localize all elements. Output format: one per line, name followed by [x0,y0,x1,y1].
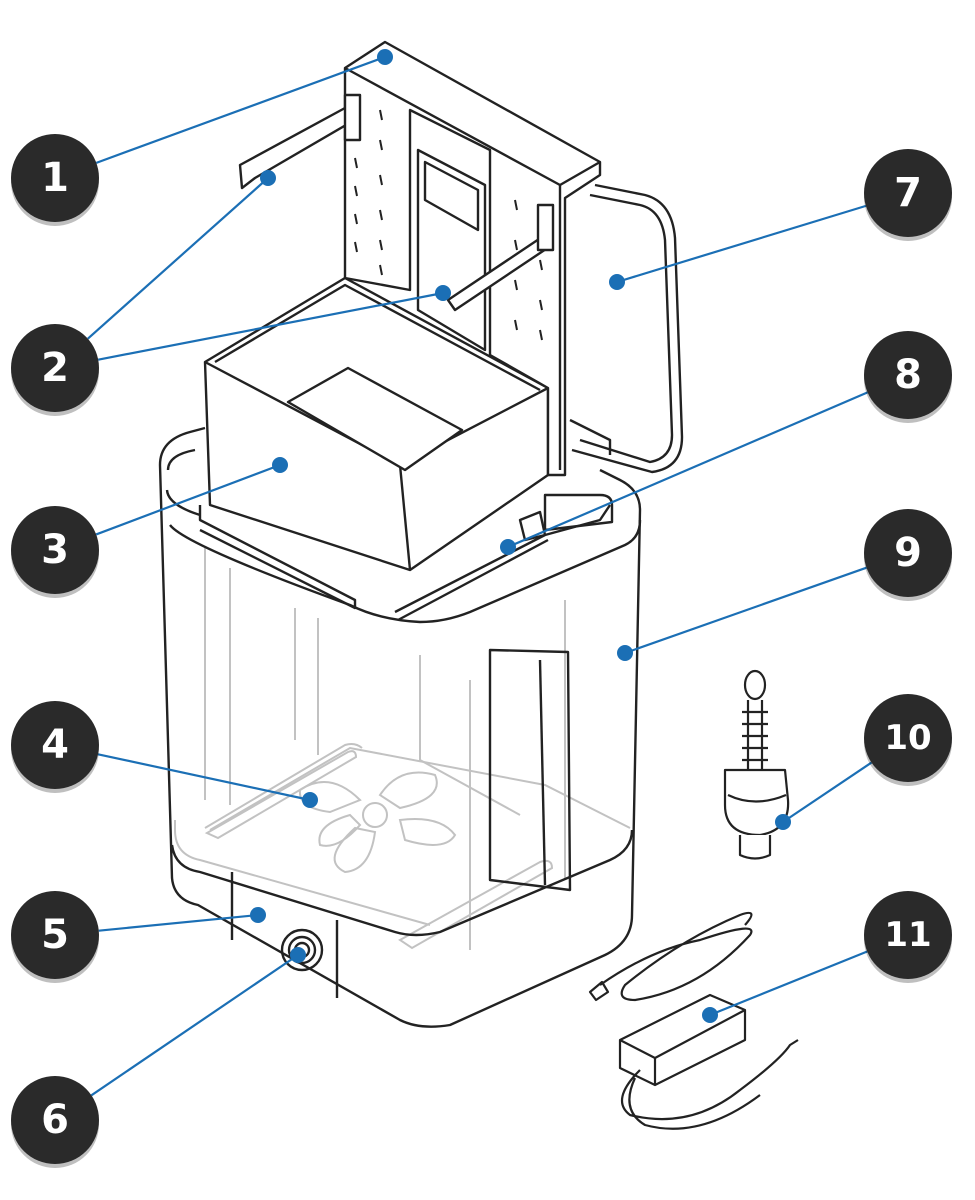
leader-line-4 [97,753,311,802]
callout-number-11: 11 [884,915,931,955]
callout-badge-4: 4 [11,701,99,793]
anchor-dot-6 [290,947,306,963]
callout-number-1: 1 [41,155,69,201]
anchor-dot-10 [775,814,791,830]
callout-badge-3: 3 [11,506,99,598]
callout-number-4: 4 [41,722,69,768]
lid [343,40,602,477]
callout-number-5: 5 [41,912,69,958]
callout-number-7: 7 [894,170,922,216]
callout-badge-8: 8 [864,331,952,423]
callout-badge-1: 1 [11,134,99,226]
anchor-dot-2-2 [435,285,451,301]
anchor-dot-7 [609,274,625,290]
callout-badge-10: 10 [864,694,952,786]
callout-badge-2: 2 [11,324,99,416]
leader-line-9 [624,566,867,655]
callout-number-2: 2 [41,345,69,391]
hanger-arms [238,93,555,312]
callout-number-9: 9 [894,530,922,576]
float-valve [723,669,790,860]
tank-interior-ghost [174,548,631,950]
anchor-dot-9 [617,645,633,661]
anchor-dot-8 [500,539,516,555]
callout-badge-9: 9 [864,509,952,601]
leader-line-2-2 [97,291,444,361]
anchor-dot-1 [377,49,393,65]
tank [158,426,642,1028]
anchor-dot-4 [302,792,318,808]
callout-number-3: 3 [41,527,69,573]
basket [203,276,550,572]
callout-number-6: 6 [41,1097,69,1143]
callout-badge-6: 6 [11,1076,99,1168]
leader-line-11 [709,950,868,1017]
leader-line-7 [616,204,867,284]
callout-number-8: 8 [894,352,922,398]
callout-badge-7: 7 [864,149,952,241]
callout-badge-11: 11 [864,891,952,983]
leader-line-6 [90,954,299,1097]
callout-badge-5: 5 [11,891,99,983]
anchor-dot-3 [272,457,288,473]
leader-line-10 [782,761,873,823]
anchor-dot-2-1 [260,170,276,186]
leader-line-5 [98,913,259,932]
leader-line-3 [95,463,281,536]
handle [569,183,684,474]
leader-line-2-1 [87,177,269,340]
leader-line-8 [507,391,869,549]
anchor-dot-11 [702,1007,718,1023]
power-adapter [588,911,799,1130]
callout-badges: 1 2 3 4 5 6 7 8 9 10 11 [11,134,952,1168]
callout-number-10: 10 [884,718,931,758]
leader-line-1 [95,55,386,164]
anchor-dot-5 [250,907,266,923]
leader-lines [87,49,873,1097]
